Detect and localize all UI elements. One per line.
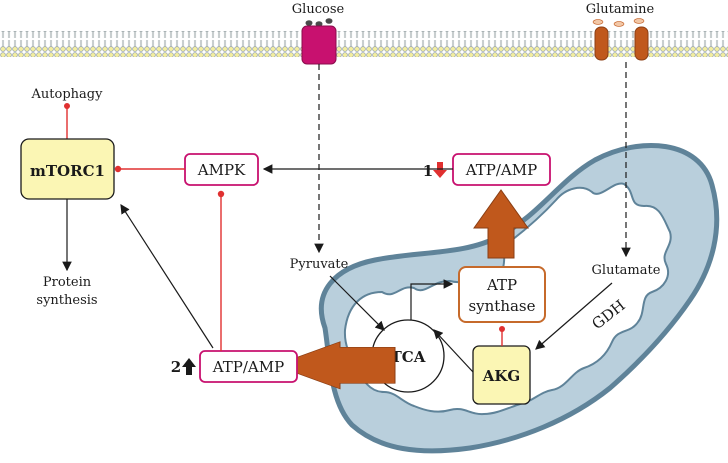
atp-synthase-node: ATP synthase	[458, 266, 546, 323]
glucose-molecule	[325, 18, 333, 24]
cell-membrane	[0, 31, 728, 57]
atp-amp-bottom-label: ATP/AMP	[212, 358, 284, 376]
inhibit-head	[499, 326, 505, 332]
pyruvate-label: Pyruvate	[290, 257, 349, 272]
inhibit-head	[64, 103, 70, 109]
atp-synthase-line1: ATP	[486, 276, 517, 294]
atp-amp-top-marker: 1	[423, 162, 433, 180]
atp-production-up-arrow	[473, 189, 529, 259]
glutamine-label: Glutamine	[586, 2, 655, 17]
ampk-node: AMPK	[184, 153, 259, 186]
atp-amp-bottom-node: 2 ATP/AMP	[171, 350, 298, 383]
tca-label: TCA	[391, 348, 426, 366]
akg-node: AKG	[472, 345, 531, 405]
atp-amp-top-node: 1 ATP/AMP	[423, 153, 551, 186]
atp-amp-bottom-marker: 2	[171, 358, 181, 376]
glucose-transporter-channel	[301, 25, 337, 65]
glucose-molecule	[305, 20, 313, 26]
glutamate-label: Glutamate	[592, 263, 661, 278]
glutamine-transporter: Glutamine	[586, 2, 655, 61]
glucose-transporter: Glucose	[292, 2, 345, 65]
akg-to-tca-arrow	[433, 329, 474, 373]
mtorc1-node: mTORC1	[20, 138, 115, 200]
glucose-label: Glucose	[292, 2, 345, 17]
up-arrow-icon	[182, 358, 196, 375]
pyruvate-to-tca-arrow	[329, 275, 385, 331]
atp-synthase-line2: synthase	[468, 297, 535, 315]
glutamine-transporter-right	[634, 26, 649, 61]
ampk-label: AMPK	[197, 161, 246, 179]
glucose-molecule	[315, 21, 323, 27]
autophagy-label: Autophagy	[31, 87, 104, 102]
glutamine-transporter-left	[594, 26, 609, 61]
down-arrow-icon	[433, 162, 447, 178]
glutamine-molecule	[633, 18, 645, 24]
glutamine-molecule	[613, 21, 625, 27]
protein-synthesis-line2: synthesis	[36, 293, 97, 308]
protein-synthesis-line1: Protein	[43, 275, 92, 290]
atp-amp-top-label: ATP/AMP	[465, 161, 537, 179]
inhibit-head	[114, 165, 122, 173]
akg-label: AKG	[482, 367, 521, 385]
glutamine-molecule	[592, 19, 604, 25]
tca-to-atp-synthase-arrow	[410, 279, 454, 320]
glutamate-to-akg-arrow	[535, 282, 613, 350]
inhibit-head	[217, 190, 225, 198]
atp-amp-to-mtorc1-arrow	[120, 203, 214, 349]
mtorc1-label: mTORC1	[30, 162, 105, 180]
